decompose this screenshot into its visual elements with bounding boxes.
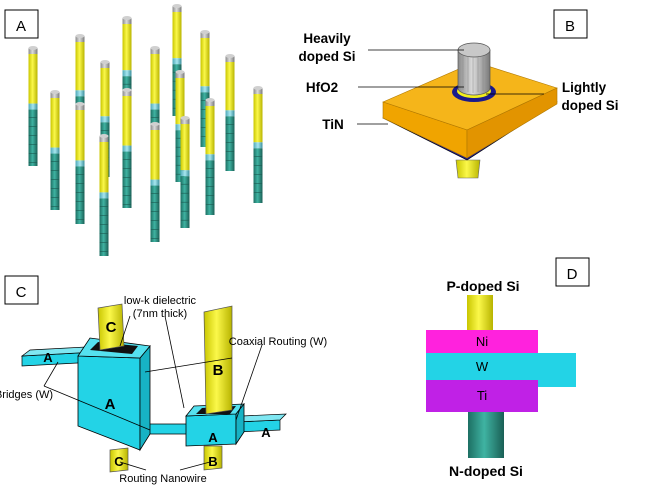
w-label: W	[476, 359, 489, 374]
panel-b-letter-box	[553, 9, 588, 39]
nanowire-pillar	[50, 90, 60, 210]
panel-a-letter: A	[16, 18, 26, 35]
n-doped-wire	[468, 412, 504, 458]
panel-d-letter: D	[567, 266, 578, 283]
nanowire-pillar	[150, 122, 160, 242]
tag-a-small-block: A	[208, 430, 218, 445]
nanowire-pillar-array	[28, 4, 263, 256]
w-extension	[538, 353, 576, 387]
lowk-label-line2: (7nm thick)	[133, 308, 187, 320]
n-doped-label: N-doped Si	[449, 463, 523, 479]
panel-d: D P-doped Si Ni W Ti N-doped Si	[426, 257, 590, 479]
nanowire-pillar	[75, 102, 85, 224]
panel-c-leaders	[43, 315, 263, 471]
p-doped-wire	[467, 295, 493, 330]
nanowire-pillar	[253, 86, 263, 203]
ti-label: Ti	[477, 388, 487, 403]
panel-c-letter-box	[4, 275, 39, 305]
nanowire-pillar	[28, 46, 38, 166]
tag-a-block: A	[105, 396, 116, 413]
coaxial-label: Coaxial Routing (W)	[229, 336, 327, 348]
panel-b-letter: B	[565, 18, 575, 35]
bridges-label: Bridges (W)	[0, 389, 53, 401]
nanowire-pillar	[225, 54, 235, 171]
heavily-doped-cylinder	[457, 49, 491, 96]
routing-nanowire-label: Routing Nanowire	[119, 473, 206, 485]
panel-b: B Heavily doped Si HfO2 Lightly doped Si…	[299, 9, 619, 179]
panel-a: A	[4, 4, 263, 256]
tag-a-bridge-left: A	[43, 350, 53, 365]
nanowire-c-top	[97, 303, 125, 351]
panel-c: C	[0, 275, 327, 485]
panel-c-letter: C	[16, 284, 27, 301]
lowk-label-line1: low-k dielectric	[124, 295, 197, 307]
cylinder-grooves	[462, 55, 484, 93]
lightly-label-line1: Lightly	[562, 80, 607, 95]
nanowire-pillar	[205, 98, 215, 215]
nanowire-pillar	[180, 116, 190, 228]
nanowire-pillar	[122, 88, 132, 208]
heavily-label-line2: doped Si	[299, 49, 356, 64]
panel-d-letter-box	[555, 257, 590, 287]
lightly-label-line2: doped Si	[562, 98, 619, 113]
tag-c-top: C	[106, 319, 117, 336]
nanowire-pillar	[175, 70, 185, 182]
nanowire-b-bottom	[203, 445, 223, 471]
lightly-doped-right-face	[466, 87, 558, 159]
tag-a-bridge-right: A	[261, 425, 271, 440]
bottom-nanowire	[455, 159, 481, 179]
w-layer	[426, 353, 538, 380]
tag-c-bottom: C	[114, 454, 124, 469]
block-a-side	[139, 344, 151, 452]
nanowire-c-bottom	[109, 447, 129, 473]
nanowire-pillar	[99, 134, 109, 256]
tin-label: TiN	[322, 117, 344, 132]
ni-label: Ni	[476, 334, 488, 349]
panel-a-letter-box	[4, 9, 39, 39]
tag-b-bottom: B	[208, 454, 217, 469]
p-doped-label: P-doped Si	[446, 278, 519, 294]
hfo2-label: HfO2	[306, 80, 338, 95]
tag-b-top: B	[213, 362, 224, 379]
heavily-label-line1: Heavily	[303, 31, 351, 46]
ni-layer	[426, 330, 538, 353]
ti-layer	[426, 380, 538, 412]
